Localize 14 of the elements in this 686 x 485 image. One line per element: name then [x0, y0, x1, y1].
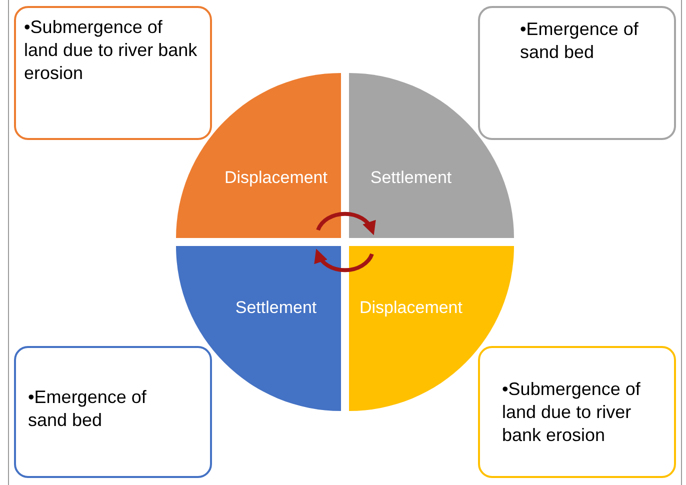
cycle-arrow: [314, 248, 374, 272]
segment-label: Displacement: [224, 168, 328, 188]
segment-label: Settlement: [235, 298, 317, 318]
text-box: [478, 6, 676, 140]
text-box: [14, 6, 212, 140]
segment-label: Displacement: [360, 298, 462, 318]
text-box: [14, 346, 212, 478]
text-box: [478, 346, 676, 478]
segment-label: Settlement: [370, 168, 452, 188]
bullet-text: •Emergence of sand bed: [28, 386, 148, 432]
bullet-text: •Submergence of land due to river bank erosion: [24, 16, 198, 85]
cycle-arrow: [316, 212, 376, 236]
bullet-text: •Emergence of sand bed: [520, 18, 640, 64]
bullet-text: •Submergence of land due to river bank erosion: [502, 378, 642, 447]
